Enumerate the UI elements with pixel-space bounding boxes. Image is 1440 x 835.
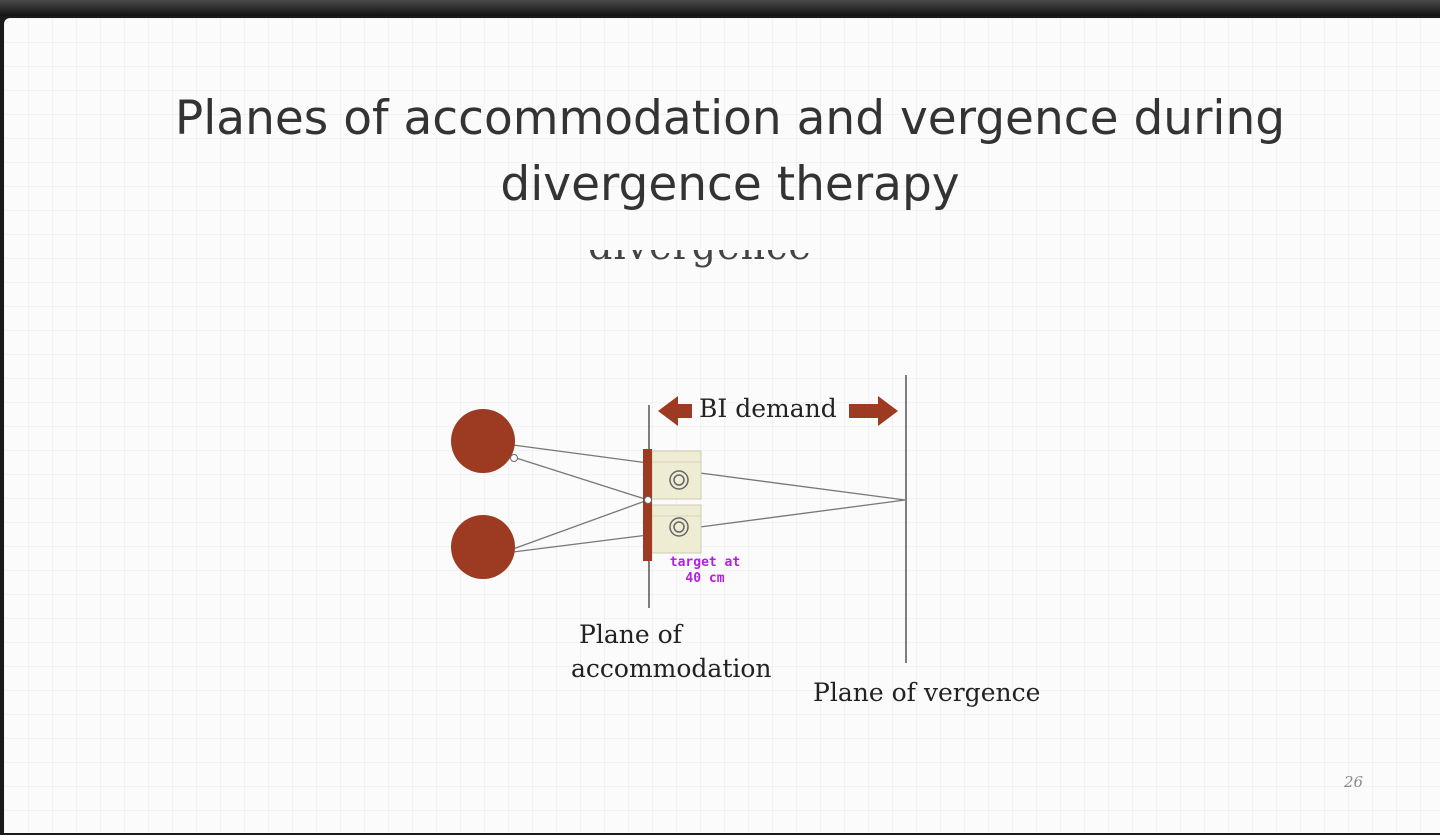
slide-title: Planes of accommodation and vergence dur… xyxy=(0,86,1440,218)
left-eye-circle xyxy=(451,409,515,473)
bi-demand-right-arrow xyxy=(849,396,898,426)
handwritten-note-line-1: target at xyxy=(669,555,741,570)
ghost-title-remnant: divergence therapy xyxy=(520,250,880,272)
accommodation-plane-label-line-2: accommodation xyxy=(571,654,772,683)
accommodation-plane-label-line-1: Plane of xyxy=(579,620,682,649)
right-eye-circle xyxy=(451,515,515,579)
fixation-point-marker xyxy=(644,496,652,504)
bi-demand-left-arrow xyxy=(658,396,692,426)
slide xyxy=(4,18,1440,833)
window-top-bar xyxy=(0,0,1440,16)
vergence-plane-label: Plane of vergence xyxy=(813,678,1041,707)
bi-demand-label: BI demand xyxy=(699,394,837,423)
handwritten-annotation: target at 40 cm xyxy=(660,555,750,587)
target-symbol-upper xyxy=(669,470,689,490)
handwritten-note-line-2: 40 cm xyxy=(685,571,725,586)
target-card-lower xyxy=(651,504,702,554)
target-symbol-lower xyxy=(669,517,689,537)
slide-number: 26 xyxy=(1344,773,1364,791)
eye-pupil-marker xyxy=(510,454,518,462)
ghost-title-text: divergence therapy xyxy=(520,250,880,272)
slide-title-line-1: Planes of accommodation and vergence dur… xyxy=(174,91,1286,146)
sight-lines xyxy=(512,444,906,553)
slide-title-line-2: divergence therapy xyxy=(500,157,960,212)
prism-bar xyxy=(643,449,652,561)
